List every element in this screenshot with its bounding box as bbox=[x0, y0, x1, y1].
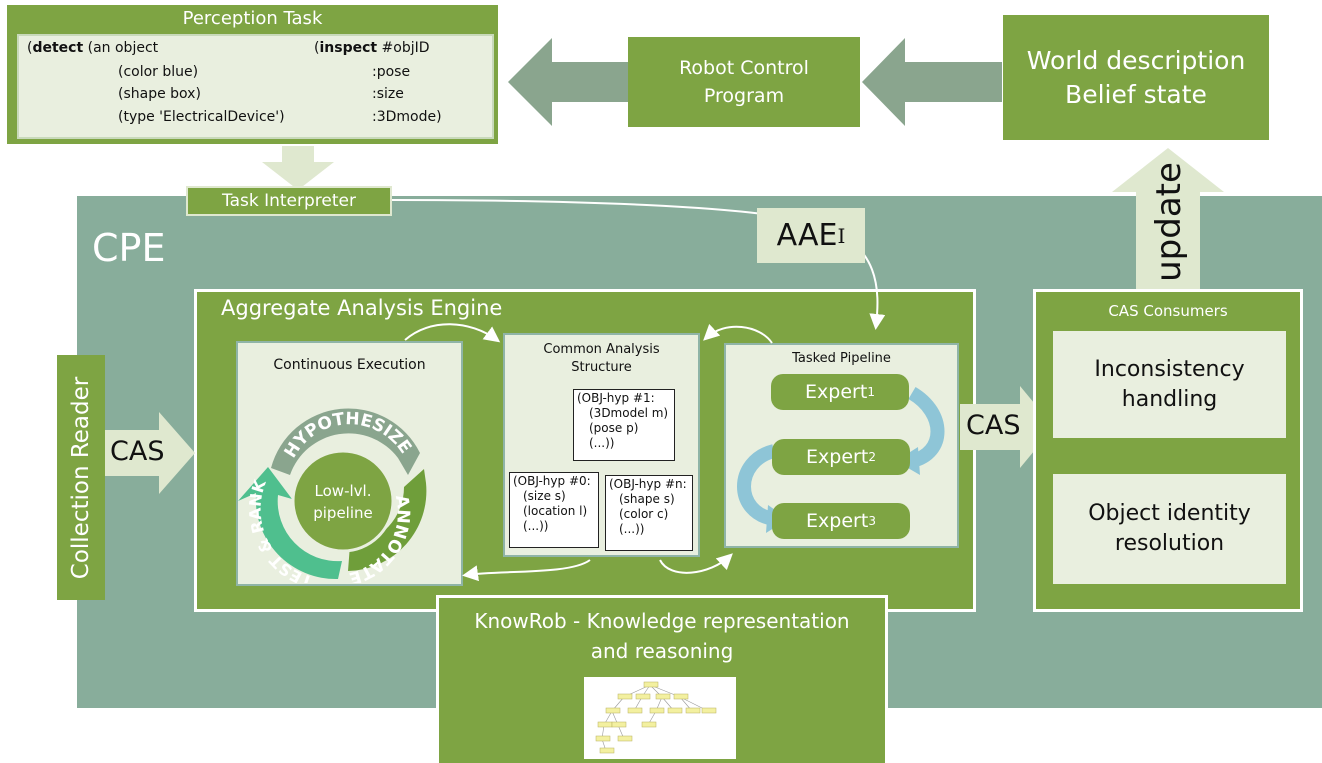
inspect-pose: :pose bbox=[372, 64, 411, 80]
arrow-world-to-robot bbox=[862, 38, 1002, 126]
inspect-keyword: inspect bbox=[319, 40, 378, 56]
robot-control-box: Robot Control Program bbox=[628, 37, 860, 127]
task-interpreter-box: Task Interpreter bbox=[186, 186, 392, 216]
world-description-line1: World description bbox=[1026, 45, 1246, 75]
knowrob-title: KnowRob - Knowledge representation and r… bbox=[474, 609, 850, 663]
perception-task-query: (detect (an object (color blue) (shape b… bbox=[17, 34, 494, 139]
collection-reader-box: Collection Reader bbox=[57, 355, 105, 600]
obj-hyp-1: (OBJ-hyp #1: (3Dmodel m) (pose p) (...)) bbox=[573, 389, 675, 461]
perception-task-title: Perception Task bbox=[182, 8, 323, 29]
obj-hyp-0: (OBJ-hyp #0: (size s) (location l) (...)… bbox=[509, 472, 599, 548]
continuous-execution-title: Continuous Execution bbox=[273, 357, 426, 373]
cas-left-label: CAS bbox=[110, 436, 165, 467]
world-description-box: World description Belief state bbox=[1003, 15, 1269, 140]
cas-consumers-box: CAS Consumers Inconsistency handling Obj… bbox=[1033, 289, 1303, 612]
perception-task-box: Perception Task (detect (an object (colo… bbox=[7, 5, 498, 144]
continuous-execution-panel: Continuous Execution HYPOTHESIZE ANNOTAT… bbox=[236, 341, 463, 586]
cas-consumers-title: CAS Consumers bbox=[1108, 302, 1228, 320]
hypothesize-segment bbox=[271, 408, 420, 475]
robot-control-label: Robot Control Program bbox=[679, 57, 809, 107]
cas-structure-title: Common Analysis Structure bbox=[543, 342, 660, 375]
low-level-pipeline-circle bbox=[291, 449, 395, 553]
cpe-label: CPE bbox=[92, 226, 166, 270]
arrow-robot-to-perception bbox=[508, 38, 628, 126]
inspect-3dmodel: :3Dmode) bbox=[372, 109, 442, 125]
update-arrow bbox=[1112, 148, 1224, 290]
cas-arrow-right bbox=[960, 386, 1054, 468]
task-interpreter-label: Task Interpreter bbox=[222, 191, 356, 211]
inspect-size: :size bbox=[372, 86, 404, 102]
collection-reader-label: Collection Reader bbox=[68, 376, 95, 579]
knowrob-box: KnowRob - Knowledge representation and r… bbox=[436, 595, 888, 763]
world-description-line2: Belief state bbox=[1065, 79, 1207, 109]
low-level-pipeline-label: Low-lvl. pipeline bbox=[313, 482, 373, 522]
detect-type: (type 'ElectricalDevice') bbox=[118, 109, 285, 125]
detect-shape: (shape box) bbox=[118, 86, 201, 102]
test-rank-segment bbox=[238, 467, 342, 580]
object-identity-box: Object identity resolution bbox=[1053, 474, 1286, 584]
execution-cycle: HYPOTHESIZE ANNOTATE TEST & RANK bbox=[238, 408, 427, 583]
cas-arrow-left bbox=[105, 412, 195, 494]
obj-hyp-n: (OBJ-hyp #n: (shape s) (color c) (...)) bbox=[605, 475, 693, 551]
update-label: update bbox=[1149, 162, 1190, 282]
arrow-perception-to-interpreter bbox=[262, 146, 334, 190]
detect-color: (color blue) bbox=[118, 64, 199, 80]
tasked-pipeline-title: Tasked Pipeline bbox=[792, 351, 891, 366]
cas-right-label: CAS bbox=[966, 410, 1021, 441]
detect-keyword: detect bbox=[32, 40, 84, 56]
knowledge-graph-image bbox=[584, 677, 736, 759]
aggregate-engine-title: Aggregate Analysis Engine bbox=[221, 296, 503, 320]
inconsistency-handling-box: Inconsistency handling bbox=[1053, 331, 1286, 438]
